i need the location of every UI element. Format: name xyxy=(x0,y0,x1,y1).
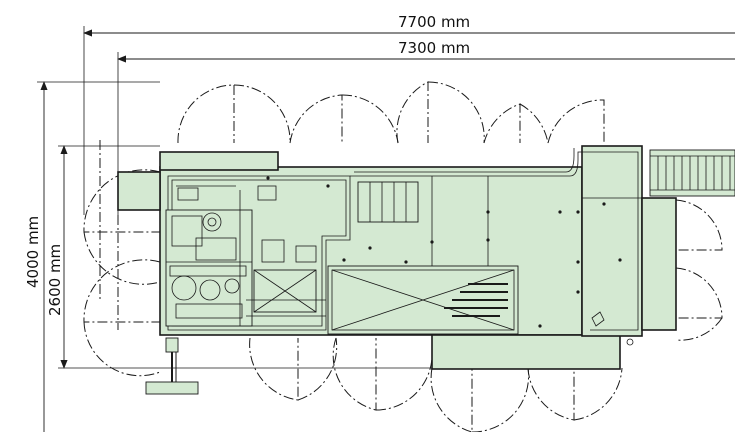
fixture-symbols xyxy=(266,176,634,346)
conveyor-belt xyxy=(649,149,735,197)
tow-hitch xyxy=(145,337,199,395)
dimension-body-width: 2600 mm xyxy=(46,145,600,369)
dim-label-body-width: 2600 mm xyxy=(46,244,64,316)
door-swing-arcs xyxy=(83,81,723,432)
dim-label-body-length: 7300 mm xyxy=(398,39,470,57)
dimension-overall-length: 7700 mm xyxy=(83,13,735,215)
vent-grille xyxy=(444,283,508,317)
dim-label-overall-length: 7700 mm xyxy=(398,13,470,31)
engine-cluster xyxy=(165,185,326,327)
access-stairs xyxy=(357,181,419,223)
tank-unit xyxy=(327,265,519,335)
dim-label-overall-width: 4000 mm xyxy=(24,216,42,288)
small-crossed-box xyxy=(253,269,317,313)
dimension-overall-width: 4000 mm xyxy=(24,81,160,432)
